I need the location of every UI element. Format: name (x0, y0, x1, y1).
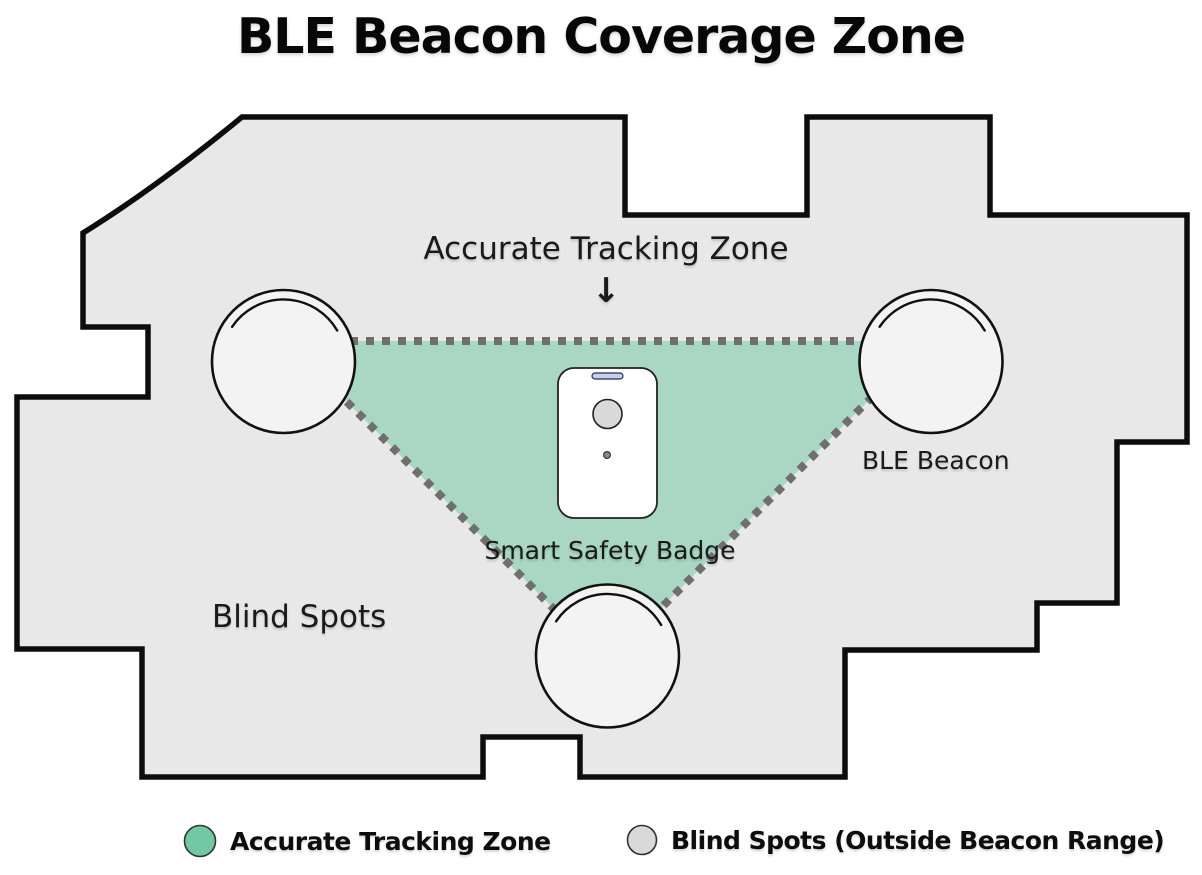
badge-button (592, 398, 623, 430)
beacon-circle (210, 288, 357, 435)
beacon-signal-arc (878, 298, 986, 332)
beacon-signal-arc (230, 298, 339, 332)
legend-dot-gray-icon (626, 824, 658, 856)
tracking-zone-label: Accurate Tracking Zone (423, 231, 789, 267)
badge-led-dot (602, 451, 611, 460)
smart-safety-badge (557, 367, 658, 519)
legend-dot-green-icon (183, 824, 217, 858)
down-arrow-icon: ↓ (591, 271, 621, 311)
smart-safety-badge-label: Smart Safety Badge (484, 536, 736, 565)
legend-item-blind-spots: Blind Spots (Outside Beacon Range) (626, 824, 1165, 856)
legend-label-blind-spots: Blind Spots (Outside Beacon Range) (671, 825, 1165, 855)
page-title: BLE Beacon Coverage Zone (236, 8, 966, 65)
beacon-signal-arc (554, 592, 663, 627)
ble-beacon-top-left (210, 288, 357, 435)
beacon-circle (534, 583, 681, 729)
ble-beacon-top-right (858, 288, 1004, 435)
beacon-circle (858, 288, 1004, 435)
badge-body (557, 367, 658, 519)
ble-beacon-bottom (534, 583, 681, 729)
blind-spots-label: Blind Spots (212, 599, 387, 635)
badge-clip-slot (591, 372, 624, 380)
ble-beacon-label: BLE Beacon (862, 446, 1010, 475)
legend-item-tracking-zone: Accurate Tracking Zone (183, 824, 551, 858)
floor-plan-canvas (14, 114, 1190, 780)
legend-label-tracking-zone: Accurate Tracking Zone (230, 826, 551, 856)
